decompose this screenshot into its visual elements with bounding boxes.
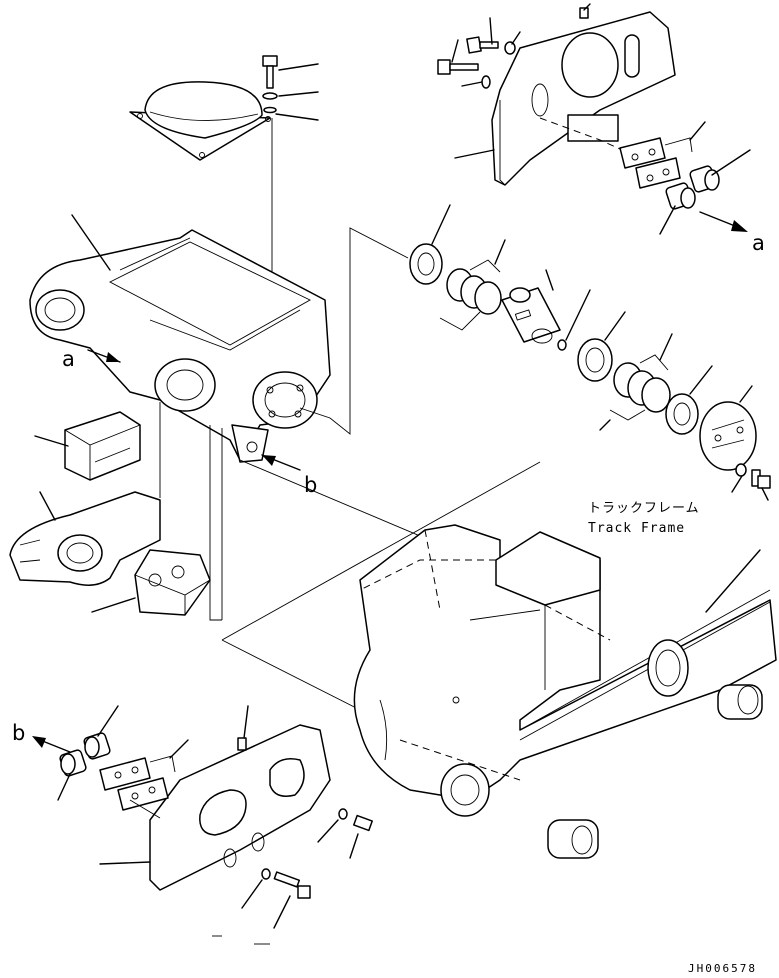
cover-plate (129, 81, 271, 161)
upper-bracket-leader (34, 435, 69, 447)
pivot-assembly-line (299, 227, 409, 435)
track-frame-label-jp: トラックフレーム (588, 501, 700, 516)
arrow-a-left (87, 349, 121, 363)
center-frame-body (29, 229, 331, 463)
pivot-collar (665, 365, 713, 435)
frame-end-cap-upper (717, 684, 763, 720)
body-leader (71, 214, 111, 271)
guard-plate-bottom (149, 724, 331, 891)
equalizer-bar-leader (39, 491, 56, 521)
ref-b-bottom: b (12, 721, 25, 745)
track-frame-label-en: Track Frame (588, 521, 685, 536)
pivot-bearing-1 (409, 204, 451, 285)
guard-bolts-top (437, 7, 589, 89)
guard-plate-top (491, 11, 676, 186)
bushings-bottom (57, 705, 119, 801)
pivot-seal-rings-2 (599, 333, 673, 431)
arrow-b-bottom (32, 736, 71, 753)
pivot-bolt-small (557, 289, 591, 351)
track-frame (353, 524, 777, 817)
pivot-cap (699, 385, 757, 471)
guard-leaders-top (451, 3, 641, 159)
equalizer-bar-segment (9, 491, 161, 586)
shims-top (619, 121, 706, 189)
guard-bolts-bottom (261, 808, 373, 899)
arrow-a-right (699, 211, 748, 232)
cover-bolt (262, 55, 278, 114)
upper-bracket (64, 411, 141, 481)
shims-bottom (99, 739, 189, 819)
ref-a-right: a (752, 231, 765, 255)
pivot-seal-rings-1 (439, 239, 506, 331)
pivot-pin (501, 269, 561, 344)
frame-end-cap-lower (547, 819, 599, 859)
ref-b-body: b (304, 473, 317, 497)
ref-a-left: a (62, 347, 75, 371)
guard-leaders-bottom (99, 705, 359, 945)
pivot-cap-bolt (731, 463, 771, 501)
cover-leaders (271, 63, 319, 282)
lower-bracket-leader (91, 597, 136, 613)
bushings-top (659, 149, 751, 235)
arrow-b-body (261, 454, 301, 471)
pivot-bearing-2 (577, 311, 626, 382)
drawing-code: JH006578 (688, 962, 757, 975)
lower-bracket (134, 549, 211, 616)
